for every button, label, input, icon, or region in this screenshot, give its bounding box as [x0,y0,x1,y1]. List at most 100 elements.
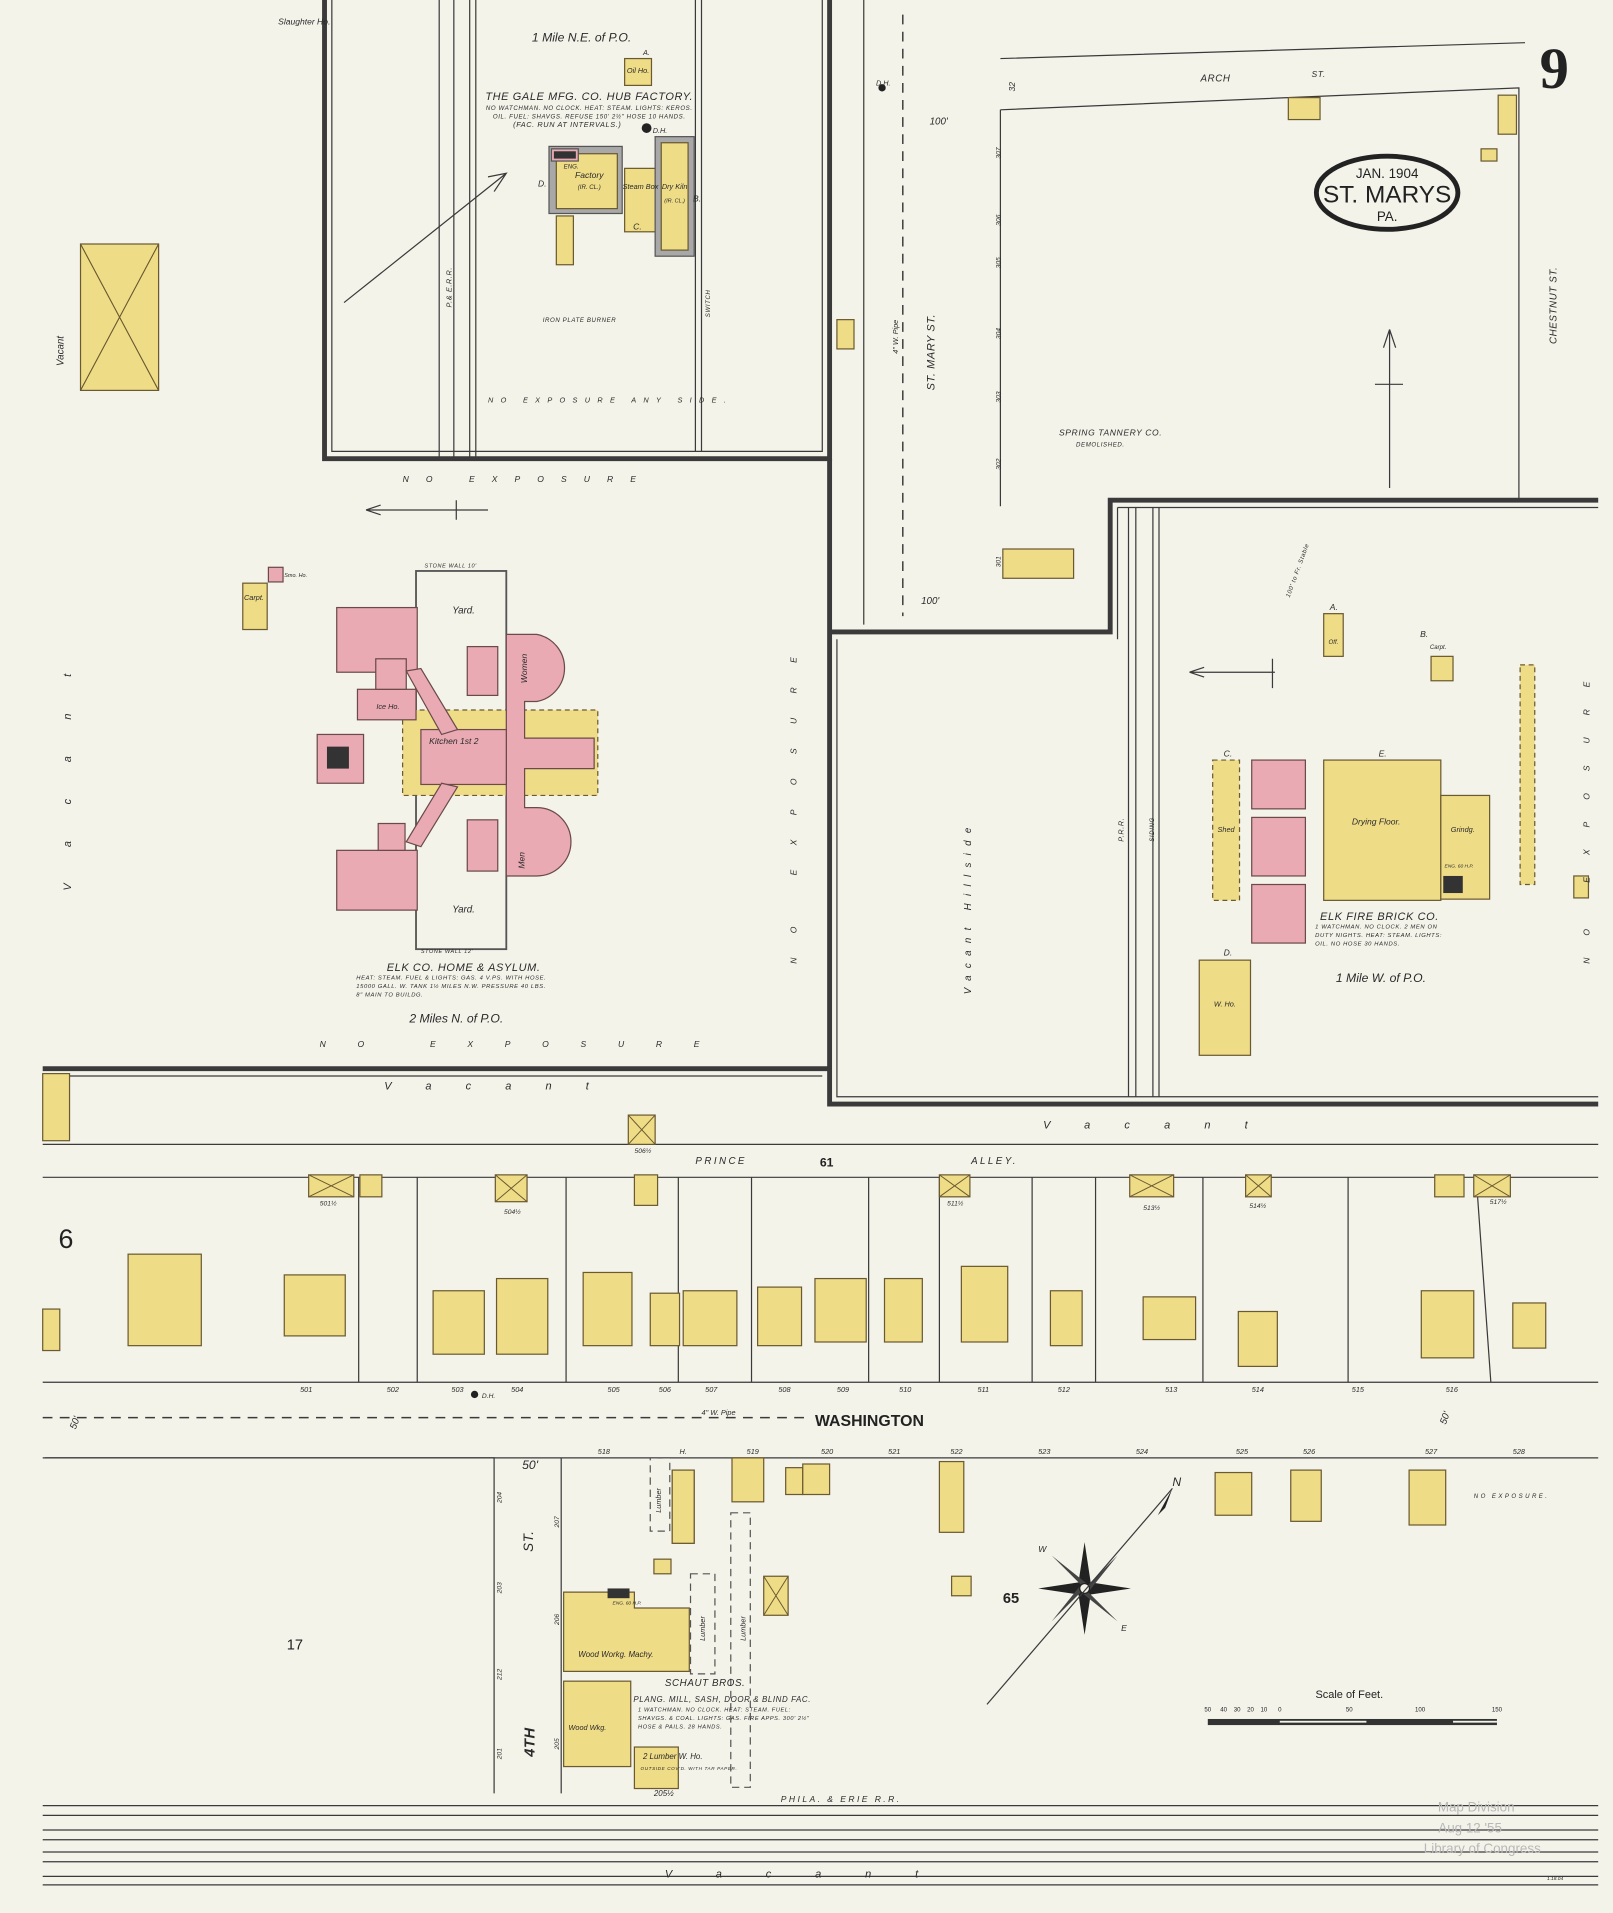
lumber-label-3: Lumber [738,1616,747,1641]
scale-tick-label: 150 [1492,1707,1503,1714]
hydrant-icon [878,84,886,92]
address-number: 515 [1352,1385,1365,1394]
no-exposure-east-end: NO EXPOSURE. [1474,1493,1550,1500]
address-number: 523 [1038,1447,1050,1456]
stamp-initials: 1.18.04 [1547,1876,1564,1882]
slaughter-house-label: Slaughter Ho. [278,16,330,26]
arch-street: ARCH [1199,74,1230,85]
stone-wall-top: STONE WALL 10' [425,563,478,569]
title-state: PA. [1377,209,1398,224]
distance-50-fourth: 50' [522,1458,539,1472]
oil-house-label: Oil Ho. [627,66,649,75]
brick-letter-c: C. [1224,748,1233,758]
frame-building [127,1253,202,1347]
address-number: 527 [1425,1447,1438,1456]
asylum-detail-1: HEAT: STEAM. FUEL & LIGHTS: GAS. 4 V.PS.… [356,976,546,982]
address-number: 514 [1252,1385,1264,1394]
address-number: 501 [300,1385,312,1394]
scale-tick-label: 10 [1261,1707,1268,1714]
gale-detail-2: OIL. FUEL: SHAVGS. REFUSE 150' 2½" HOSE … [493,113,686,120]
block-65: 65 [1003,1591,1019,1607]
tannery-side-number: 304 [995,328,1002,339]
washington-street: WASHINGTON [815,1413,924,1430]
schaut-detail-3: HOSE & PAILS. 28 HANDS. [638,1725,722,1731]
scale-tick-label: 0 [1278,1707,1282,1714]
address-number: 504 [511,1385,523,1394]
frame-building [757,1286,803,1347]
shed-label: Shed [1218,825,1236,834]
prince-label: PRINCE [695,1156,746,1167]
outside-covered-note: OUTSIDE COV'D. WITH TAR PAPER. [641,1766,738,1771]
women-wing: Women [519,654,529,684]
gale-letter-c: C. [633,221,642,231]
yard-north: Yard. [452,606,475,617]
frame-building [731,1457,765,1503]
schaut-name: SCHAUT BROS. [665,1678,745,1689]
stamp-line-1: Map Division [1438,1800,1515,1815]
chestnut-street: CHESTNUT ST. [1549,267,1560,344]
fourth-street-address: 206 [554,1614,561,1626]
gale-factory [548,57,695,266]
vacant-lot-cross [627,1114,656,1145]
address-number: 503 [451,1385,463,1394]
brick-location: 1 Mile W. of P.O. [1336,971,1426,985]
compass-north: N [1172,1475,1181,1489]
address-number: 520 [821,1447,833,1456]
fourth-street-address: 204 [496,1492,503,1504]
frame-building [1408,1469,1447,1526]
block-boundaries [42,0,1599,1886]
factory-label: Factory [575,170,604,180]
no-exposure-south: NO EXPOSURE [320,1039,731,1049]
brick-engine-label: ENG. 60 H.P. [1444,863,1473,869]
men-wing: Men [517,852,527,869]
title-date: JAN. 1904 [1356,166,1419,181]
st-mary-street: ST. MARY ST. [926,314,938,391]
address-number: H. [680,1447,687,1456]
schaut-engine-label: ENG. 60 H.P. [612,1600,641,1606]
scale-tick-label: 50 [1346,1707,1353,1714]
factory-sub: (IR. CL.) [578,184,601,191]
frame-building [495,1277,549,1355]
frame-building [633,1174,659,1206]
address-number: 525 [1236,1447,1249,1456]
scale-tick-label: 40 [1220,1707,1227,1714]
frame-building [1420,1290,1475,1359]
arch-street-st: ST. [1312,69,1326,79]
brick-detail-1: 1 WATCHMAN. NO CLOCK. 2 MEN ON [1315,924,1437,930]
brick-letter-b: B. [1420,629,1428,639]
brick-letter-e: E. [1379,748,1387,758]
frame-building [283,1274,346,1337]
lumber-warehouse-label: 2 Lumber W. Ho. [642,1752,703,1761]
brick-company-name: ELK FIRE BRICK CO. [1320,911,1439,923]
frame-building [242,582,268,631]
brick-letter-d: D. [1224,947,1233,957]
gale-dh: D.H. [653,126,668,135]
hydrant-icon [470,1390,479,1399]
scale-tick-label: 30 [1234,1707,1241,1714]
block-6: 6 [59,1224,74,1254]
address-number: 505 [608,1385,621,1394]
vacant-lot-cross [1129,1174,1174,1198]
stone-wall-bottom: STONE WALL 12' [421,949,474,955]
scale-title: Scale of Feet. [1315,1689,1383,1701]
no-exposure-any-side: NO EXPOSURE ANY SIDE. [488,396,733,405]
frame-building [836,319,855,350]
vacant-south-of-asylum: Vacant [384,1080,623,1092]
tannery-side-number: 307 [995,147,1002,158]
vacant-west: Vacant [62,637,74,890]
distance-50-east: 50' [1438,1409,1453,1426]
tannery-side-number: 302 [995,458,1002,469]
address-number: 518 [598,1447,611,1456]
address-number: 516 [1446,1385,1459,1394]
address-number: 509 [837,1385,849,1394]
fourth-street: 4TH [522,1727,538,1757]
vacant-lot-cross [495,1174,528,1203]
kitchen-label: Kitchen 1st 2 [429,736,479,746]
rear-address-number: 511½ [947,1199,964,1207]
gale-detail-3: (FAC. RUN AT INTERVALS.) [513,120,621,129]
direction-arrows [343,172,1404,689]
gale-location: 1 Mile N.E. of P.O. [532,30,631,44]
vacant-hillside: Vacant Hillside [963,820,974,994]
